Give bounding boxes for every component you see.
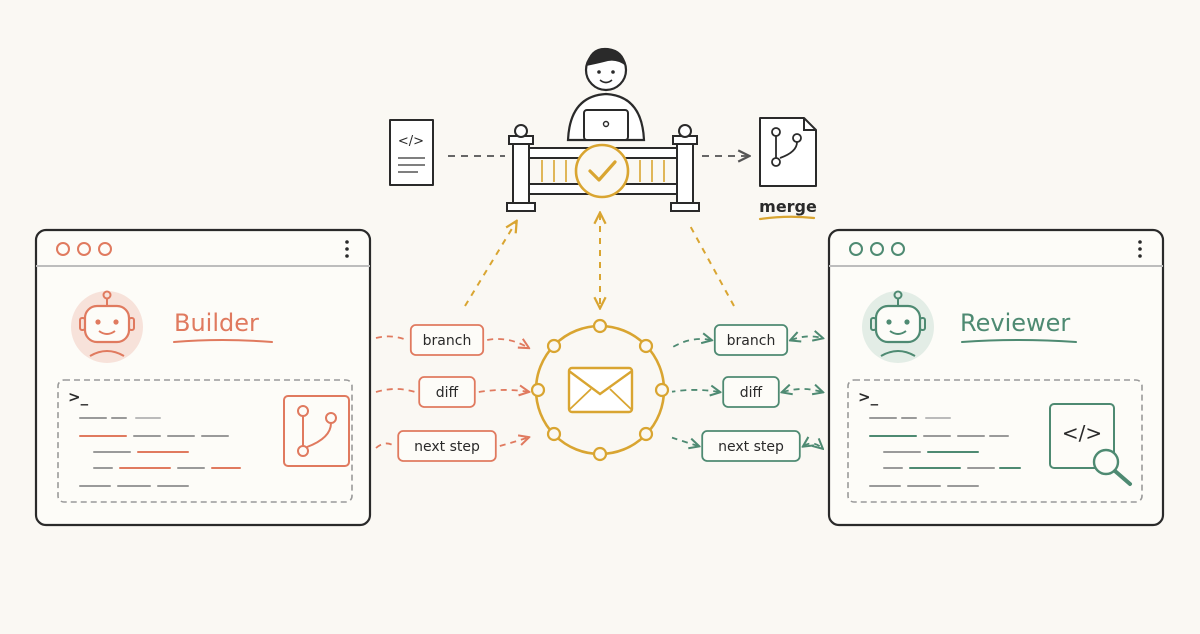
svg-text:</>: </> <box>1062 421 1102 445</box>
builder-branch-outer-arrow <box>375 335 408 341</box>
builder-gate-connector <box>464 222 516 307</box>
reviewer-title-underline <box>961 339 1077 343</box>
reviewer-title: Reviewer <box>960 309 1070 337</box>
builder-branch-inner-arrow <box>487 338 528 348</box>
builder-next-step-inner-arrow <box>499 438 528 447</box>
reviewer-next-step-outer-arrow <box>804 443 822 448</box>
builder-title-underline <box>173 339 273 343</box>
reviewer-diff-outer-arrow <box>783 389 822 392</box>
message-chip-label: branch <box>423 333 472 349</box>
reviewer-branch-outer-arrow <box>791 336 822 340</box>
reviewer-next-step-inner-arrow <box>671 436 698 446</box>
reviewer-message-chip: next step <box>701 430 801 462</box>
checkmark-icon <box>574 143 630 199</box>
reviewer-code-lines <box>869 417 1021 487</box>
message-chip-label: next step <box>414 439 480 455</box>
reviewer-branch-inner-arrow <box>671 339 711 349</box>
code-search-icon: </> <box>1049 403 1132 486</box>
message-chip-label: diff <box>740 385 763 401</box>
message-chip-label: branch <box>727 333 776 349</box>
builder-robot-avatar <box>71 290 143 363</box>
builder-window <box>34 228 372 527</box>
merged-document-icon <box>759 117 817 187</box>
reviewer-window <box>827 228 1165 527</box>
window-controls[interactable] <box>849 242 905 256</box>
message-hub <box>530 318 670 462</box>
human-reviewer-avatar <box>566 47 646 142</box>
more-menu-icon[interactable] <box>1138 240 1142 258</box>
message-chip-label: next step <box>718 439 784 455</box>
reviewer-terminal-prompt: >_ <box>858 388 879 406</box>
builder-diff-outer-arrow <box>375 388 416 393</box>
reviewer-gate-connector <box>687 221 735 307</box>
builder-title: Builder <box>174 309 259 337</box>
message-chip-label: diff <box>436 385 459 401</box>
more-menu-icon[interactable] <box>345 240 349 258</box>
reviewer-robot-avatar <box>862 290 934 363</box>
reviewer-message-chip: diff <box>722 376 780 408</box>
reviewer-message-chip: branch <box>713 324 789 356</box>
svg-text:</>: </> <box>398 134 424 149</box>
git-branch-icon <box>283 395 350 467</box>
source-document-icon: </> <box>389 119 434 186</box>
builder-diff-inner-arrow <box>478 390 528 392</box>
reviewer-message-arrows <box>671 336 822 448</box>
builder-terminal-prompt: >_ <box>68 388 89 406</box>
reviewer-message-chips: branch diff next step <box>701 324 801 462</box>
builder-message-chip: diff <box>418 376 476 408</box>
builder-code-lines <box>79 417 241 487</box>
builder-message-chips: branch diff next step <box>397 324 497 462</box>
merge-underline <box>758 215 816 221</box>
reviewer-diff-inner-arrow <box>671 390 719 392</box>
builder-message-chip: next step <box>397 430 497 462</box>
builder-message-arrows <box>375 335 528 449</box>
window-controls[interactable] <box>56 242 112 256</box>
merge-label: merge <box>759 197 817 216</box>
builder-terminal <box>57 379 353 503</box>
envelope-icon <box>567 366 634 414</box>
builder-next-step-outer-arrow <box>375 442 395 449</box>
reviewer-terminal <box>847 379 1143 503</box>
builder-message-chip: branch <box>409 324 485 356</box>
